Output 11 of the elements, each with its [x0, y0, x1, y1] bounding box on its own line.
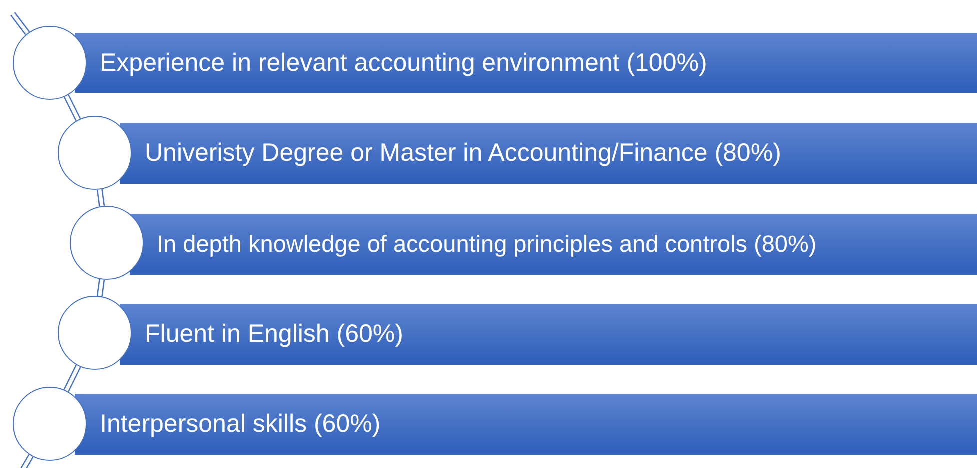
banner-bar: Fluent in English (60%): [120, 304, 977, 365]
connector-line: [20, 454, 34, 468]
connector-line: [96, 279, 106, 297]
banner-bar: In depth knowledge of accounting principles and controls (80%): [130, 214, 977, 275]
connector-line: [96, 189, 106, 207]
banner-bar: Interpersonal skills (60%): [75, 394, 977, 455]
banner-bar: Experience in relevant accounting environment (100%): [75, 33, 977, 93]
connector-line: [10, 12, 30, 36]
connector-line: [64, 364, 82, 392]
connector-line: [64, 94, 82, 122]
banner-bar: Univeristy Degree or Master in Accounting/Finance (80%): [120, 123, 977, 184]
